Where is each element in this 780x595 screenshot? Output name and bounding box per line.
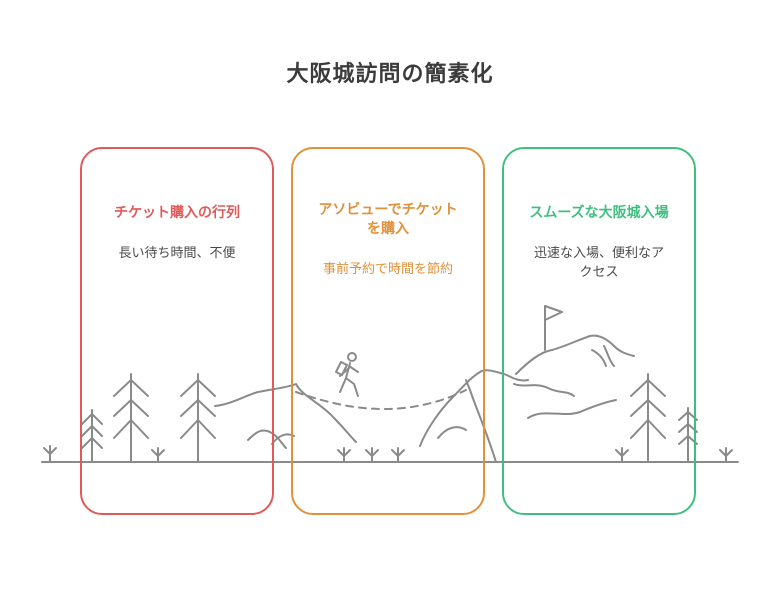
panel-description-line1: 迅速な入場、便利なア — [533, 246, 664, 261]
pine-tree-tall-right — [630, 373, 666, 463]
pine-tree-small-left — [81, 409, 103, 463]
pine-tree-tall-2 — [180, 373, 216, 463]
panel-description: 長い待ち時間、不便 — [118, 246, 236, 261]
panel-title: スムーズな大阪城入場 — [529, 205, 669, 221]
panel-title-line1: アソビューでチケット — [318, 202, 458, 218]
panel-title: チケット購入の行列 — [114, 205, 240, 221]
panel-description: 事前予約で時間を節約 — [322, 262, 453, 277]
diagram-title: 大阪城訪問の簡素化 — [286, 62, 494, 87]
hiker-icon — [335, 352, 359, 397]
panel-smooth-entry: スムーズな大阪城入場 迅速な入場、便利なア クセス — [502, 147, 696, 515]
hill-small-left — [247, 429, 287, 449]
mountain-middle — [419, 369, 529, 447]
panel-ticket-queue: チケット購入の行列 長い待ち時間、不便 — [80, 147, 274, 515]
flag-icon — [544, 305, 563, 351]
panel-description-line2: クセス — [579, 265, 619, 280]
dashed-trail — [295, 389, 467, 411]
panel-title-line2: を購入 — [367, 221, 409, 237]
pine-tree-tall-1 — [113, 373, 149, 463]
grass-tufts — [43, 445, 733, 463]
panel-asoview-purchase: アソビューでチケット を購入 事前予約で時間を節約 — [291, 147, 485, 515]
hill-left — [214, 383, 357, 443]
mountain-right — [515, 334, 635, 375]
